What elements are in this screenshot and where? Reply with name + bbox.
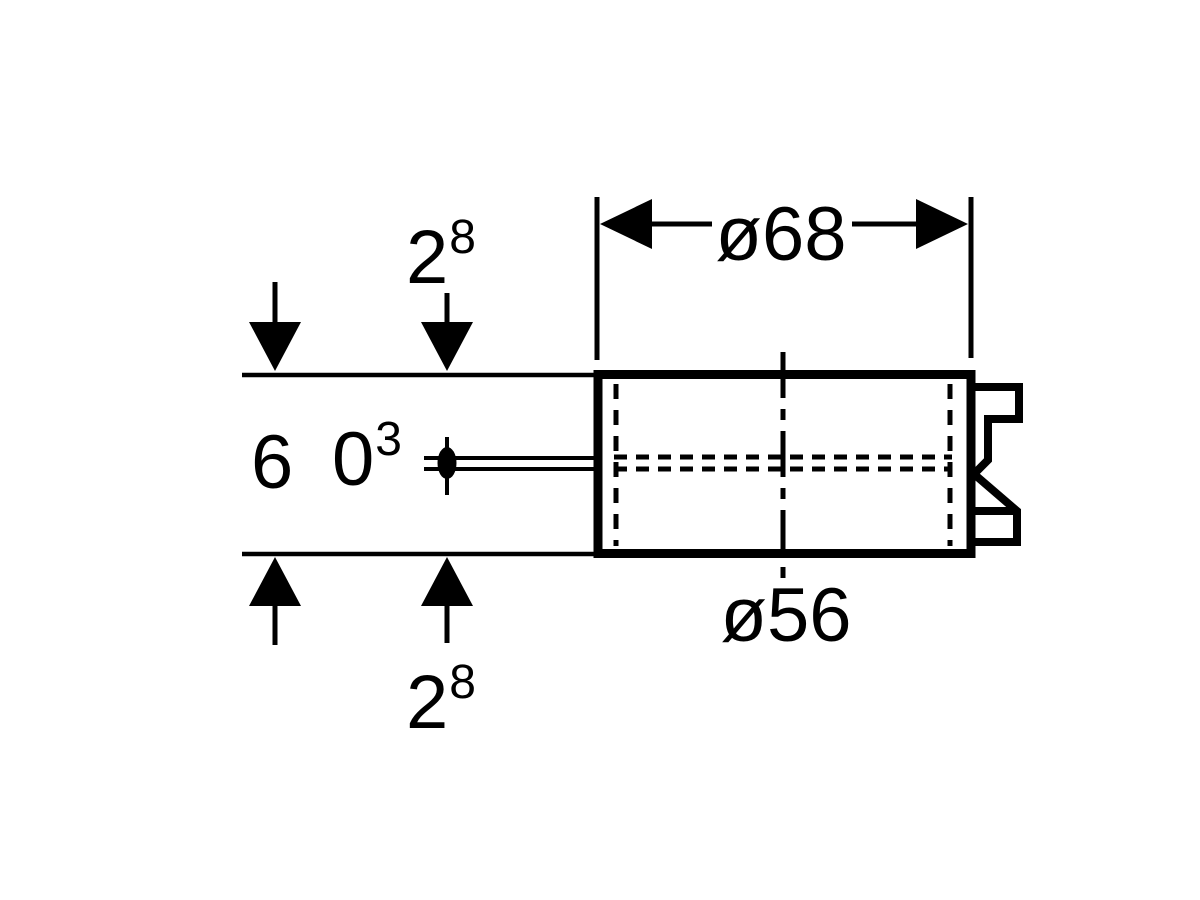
- contact-dot-icon: [437, 447, 457, 479]
- dimension-value: ø68: [715, 192, 847, 277]
- arrow-down-icon: [249, 322, 301, 371]
- dim-arrow-right-icon: [916, 199, 968, 249]
- clip-outline: [968, 383, 1023, 546]
- dimension-label-top-thickness: 28: [406, 214, 476, 296]
- pipe-section: [242, 372, 600, 557]
- retaining-clip-profile: [968, 383, 1023, 546]
- contact-dot-assembly: [424, 437, 599, 495]
- dimension-value: 2: [406, 215, 449, 300]
- dimension-superscript: 8: [449, 656, 476, 709]
- dimension-value: 6: [251, 420, 294, 505]
- dimension-label-diameter: ø56: [721, 578, 852, 654]
- dimension-superscript: 3: [375, 413, 402, 466]
- dim-arrow-left-icon: [600, 199, 652, 249]
- arrow-up-icon: [249, 557, 301, 606]
- dimension-superscript: 8: [449, 211, 476, 264]
- dimension-label-outer-width: ø68: [716, 197, 847, 273]
- arrow-down-icon: [421, 322, 473, 371]
- dimension-value: 0: [332, 417, 375, 502]
- dimension-label-left-second: 03: [332, 416, 402, 498]
- dimension-value: 2: [406, 660, 449, 745]
- fitting-body: [593, 352, 976, 578]
- thickness-arrows: [249, 282, 473, 645]
- width-dimension: [594, 197, 974, 360]
- dimension-label-bottom-thickness: 28: [406, 659, 476, 741]
- arrow-up-icon: [421, 557, 473, 606]
- dimension-label-left-first: 6: [251, 425, 293, 501]
- dimension-value: ø56: [720, 573, 852, 658]
